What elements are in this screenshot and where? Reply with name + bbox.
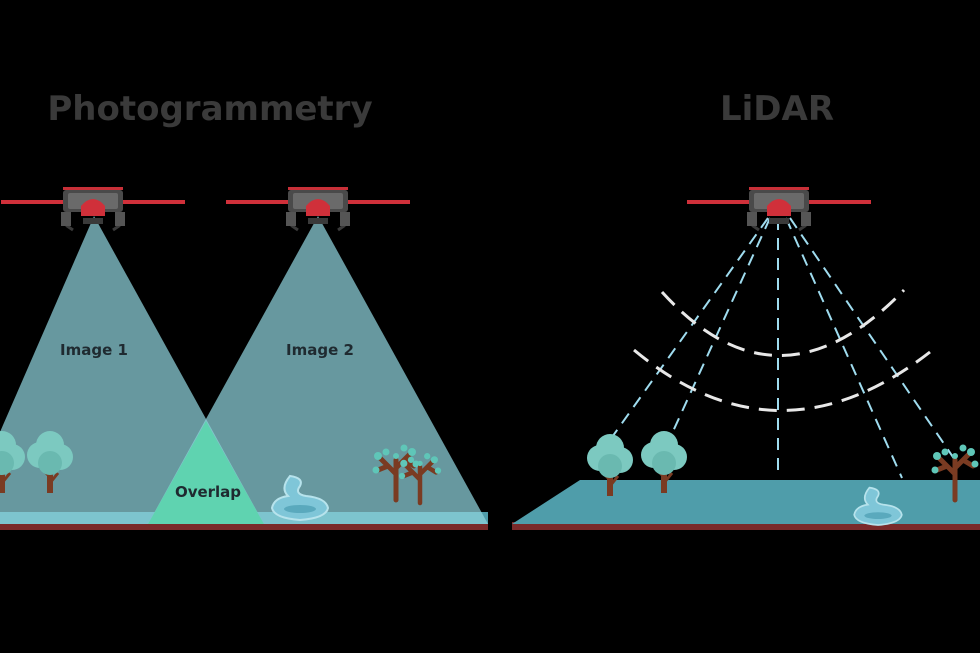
title-lidar: LiDAR (720, 89, 834, 129)
ground-right-surface (512, 480, 980, 524)
lidar-pulse-waves (633, 288, 931, 412)
lidar-panel (512, 185, 980, 530)
title-photogrammetry: Photogrammetry (47, 89, 372, 129)
label-overlap: Overlap (175, 483, 241, 501)
ground-left (0, 522, 488, 530)
drone-icon (685, 185, 873, 232)
overlap-region (148, 421, 264, 524)
ground-right-edge (512, 522, 980, 530)
photogrammetry-panel: Image 1 Image 2 Overlap (0, 185, 488, 530)
label-image-1: Image 1 (60, 341, 128, 359)
drone-icon (224, 185, 412, 232)
drone-icon (0, 185, 187, 232)
lidar-beams (609, 217, 956, 479)
label-image-2: Image 2 (286, 341, 354, 359)
